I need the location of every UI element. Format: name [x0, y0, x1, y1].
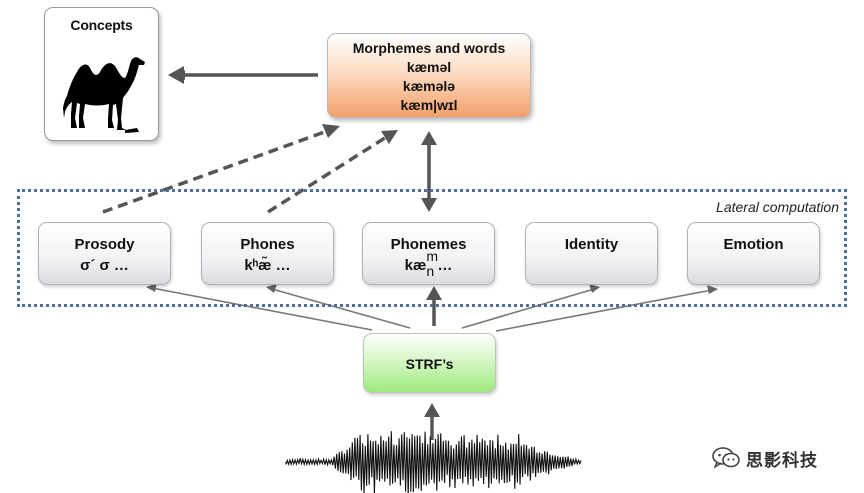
phones-symbols: kʰæ̃ …: [244, 257, 291, 274]
arrowhead-emotion: [707, 285, 718, 294]
arrowhead-identity: [589, 284, 600, 293]
morphemes-title: Morphemes and words: [352, 40, 506, 56]
emotion-title: Emotion: [723, 236, 784, 253]
concepts-title: Concepts: [70, 17, 133, 33]
morpheme-line: kæmələ: [402, 78, 456, 94]
arrow-strf-to-identity: [461, 288, 595, 329]
arrowhead-dashed-phones: [381, 130, 398, 144]
arrowhead-phones: [266, 284, 277, 293]
phonemes-symbol-ellipsis: …: [437, 257, 453, 274]
arrow-strf-to-emotion: [495, 289, 713, 332]
phonemes-symbol-base: kæ: [404, 257, 427, 274]
arrowhead-strf: [424, 403, 440, 417]
arrowhead-concepts: [168, 66, 184, 84]
phonemes-title: Phonemes: [390, 236, 467, 253]
wechat-icon: [712, 447, 740, 469]
phonemes-symbol-sup: m: [426, 248, 439, 265]
identity-node: Identity: [525, 222, 658, 285]
arrowhead-phonemes: [426, 286, 442, 300]
strf-box: STRF’s: [363, 333, 496, 393]
dashed-arrow-prosody-to-morphemes: [102, 128, 331, 214]
morpheme-line: kæm|wɪl: [400, 97, 458, 113]
watermark: 思影科技: [712, 446, 818, 471]
arrowhead-prosody: [146, 283, 157, 292]
concepts-box: Concepts: [44, 7, 159, 141]
arrowhead-down-phonemes: [421, 198, 437, 212]
watermark-text: 思影科技: [746, 450, 818, 471]
prosody-symbols: σ´ σ …: [80, 257, 129, 274]
prosody-title: Prosody: [74, 236, 135, 253]
phones-node: Phones kʰæ̃ …: [201, 222, 334, 285]
emotion-node: Emotion: [687, 222, 820, 285]
identity-title: Identity: [564, 236, 619, 253]
morphemes-box: Morphemes and words kæməl kæmələ kæm|wɪl: [327, 33, 531, 118]
speech-waveform: [285, 431, 582, 493]
prosody-node: Prosody σ´ σ …: [38, 222, 171, 285]
phones-title: Phones: [240, 236, 295, 253]
camel-icon: [63, 57, 145, 133]
arrow-strf-to-phones: [271, 288, 411, 329]
lateral-computation-label: Lateral computation: [716, 199, 839, 215]
arrowhead-up-morphemes: [421, 131, 437, 145]
lateral-computation-frame: [17, 189, 847, 307]
phonemes-symbol-sub: n: [426, 263, 435, 280]
morpheme-line: kæməl: [406, 59, 452, 75]
dashed-arrow-phones-to-morphemes: [267, 134, 389, 214]
arrow-strf-to-prosody: [151, 287, 373, 331]
strf-label: STRF’s: [405, 356, 454, 372]
waveform-trace: [285, 431, 582, 493]
arrowhead-dashed-prosody: [322, 124, 340, 138]
